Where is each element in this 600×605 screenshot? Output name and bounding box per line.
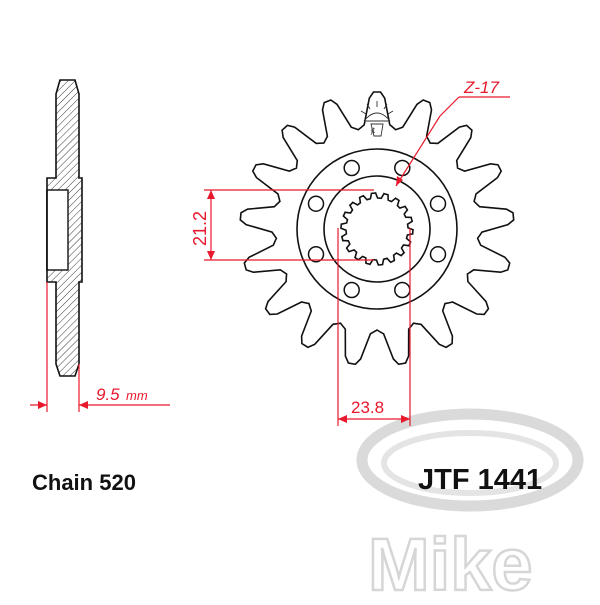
- offset-dimension: 9.5 mm: [30, 282, 170, 412]
- part-number-label: JTF 1441: [418, 464, 543, 496]
- side-profile: [46, 79, 83, 377]
- jt-logo-icon: jt: [360, 101, 394, 137]
- hub-circle-outer: [296, 148, 458, 310]
- spline-width-label: 23.8: [351, 398, 384, 417]
- sprocket-teeth-outline: [239, 91, 515, 366]
- bolt-hole: [394, 281, 411, 299]
- bolt-hole: [307, 246, 325, 263]
- profile-bore: [46, 189, 69, 271]
- svg-text:jt: jt: [370, 126, 376, 135]
- bolt-hole: [343, 159, 360, 177]
- bolt-hole: [307, 195, 325, 212]
- hub-circle-inner: [323, 175, 431, 283]
- chain-size-label: Chain 520: [32, 470, 136, 495]
- bolt-hole: [429, 246, 447, 263]
- offset-unit-label: mm: [126, 388, 148, 403]
- bolt-holes: [307, 159, 447, 299]
- watermark-swoosh-inner: [381, 430, 559, 496]
- teeth-count-label: Z-17: [463, 78, 500, 97]
- bolt-hole: [429, 195, 447, 212]
- bolt-hole: [343, 281, 360, 299]
- spline-width-dimension: 23.8: [337, 228, 411, 426]
- teeth-count-callout: Z-17: [395, 78, 510, 187]
- watermark: Mike: [356, 408, 584, 605]
- bore-height-label: 21.2: [190, 211, 210, 246]
- sprocket-front: jt: [239, 91, 515, 366]
- bore-height-dimension: 21.2: [190, 189, 374, 261]
- spline-bore: [340, 192, 414, 266]
- watermark-logo-text: Mike: [368, 523, 533, 600]
- watermark-swoosh-outer: [356, 408, 584, 512]
- offset-value-label: 9.5: [96, 385, 120, 404]
